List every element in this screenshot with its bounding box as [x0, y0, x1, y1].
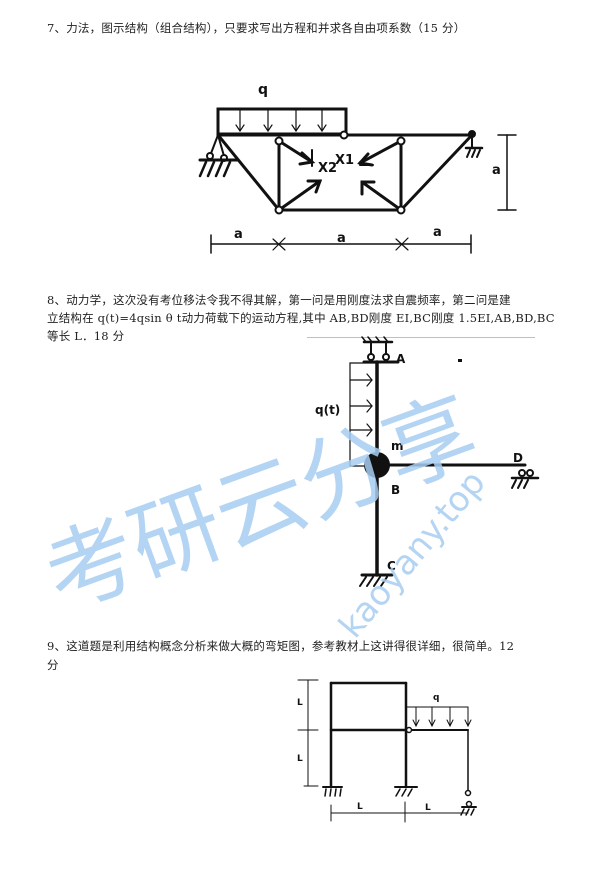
span-label-left: L	[357, 802, 363, 812]
height-label-upper: L	[297, 698, 303, 708]
node-d-label: D	[513, 451, 523, 465]
load-label-q: q	[258, 82, 268, 98]
question-8-line-1: 8、动力学，这次没有考位移法令我不得其解，第一问是用刚度法求自震频率，第二问是建	[47, 293, 511, 307]
load-label-q9: q	[433, 693, 439, 703]
question-9-line-1: 9、这道题是利用结构概念分析来做大概的弯矩图，参考教材上这讲得很详细，很简单。1…	[47, 639, 515, 653]
node-c-label: C	[387, 559, 396, 573]
mass-node	[364, 452, 390, 478]
question-7-text: 7、力法，图示结构（组合结构），只要求写出方程和并求各自由项系数（15 分）	[47, 21, 466, 35]
node-a-label: A	[396, 352, 406, 366]
unknown-x2-label: X2	[318, 161, 337, 176]
question-9-line-2: 分	[47, 658, 59, 672]
node-b-label: B	[391, 483, 400, 497]
question-9-frame-figure: q L L L L	[297, 679, 477, 823]
span-label-3: a	[433, 225, 442, 240]
question-8-line-2: 立结构在 q(t)=4qsin θ t动力荷载下的运动方程,其中 AB,BD刚度…	[47, 311, 555, 325]
unknown-x1-label: X1	[335, 153, 354, 168]
load-label-qt: q(t)	[315, 403, 340, 417]
question-8-line-3: 等长 L．18 分	[47, 329, 125, 343]
divider-line	[307, 337, 535, 338]
height-label-lower: L	[297, 754, 303, 764]
span-label-1: a	[234, 227, 243, 242]
span-label-right: L	[425, 803, 431, 813]
question-7-truss-figure: q X2 X1 a a a a	[198, 82, 517, 254]
span-label-2: a	[337, 231, 346, 246]
mass-label: m	[391, 439, 404, 453]
question-8-frame-figure: A q(t) m D B C	[315, 336, 540, 587]
height-label: a	[492, 163, 501, 178]
